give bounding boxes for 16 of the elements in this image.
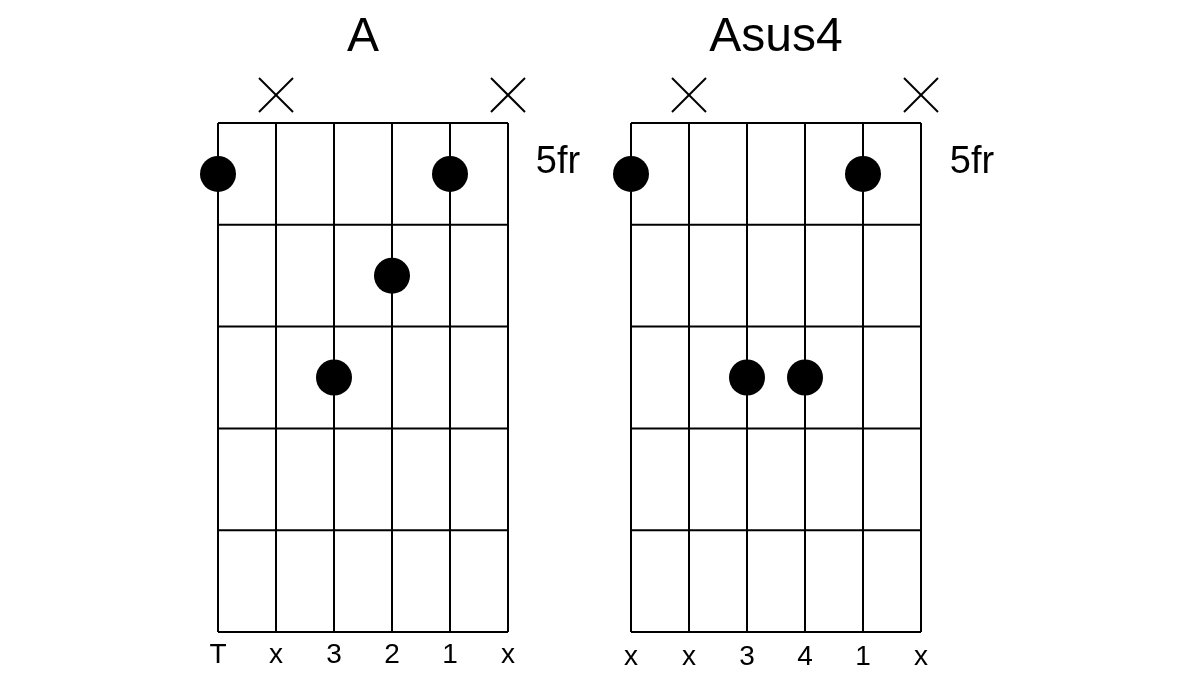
string-label: 1 (855, 642, 871, 670)
string-label: 1 (442, 640, 458, 668)
string-label: T (209, 640, 227, 668)
string-label: x (914, 642, 928, 670)
string-label: x (501, 640, 515, 668)
chord-name: Asus4 (709, 11, 843, 59)
chord-name: A (347, 11, 379, 59)
string-label: x (682, 642, 696, 670)
fret-label: 5fr (535, 141, 581, 179)
string-label: x (624, 642, 638, 670)
fret-label: 5fr (949, 141, 995, 179)
string-label: 2 (384, 640, 400, 668)
string-label: 3 (739, 642, 755, 670)
string-label: 3 (326, 640, 342, 668)
string-label: 4 (797, 642, 813, 670)
string-label: x (269, 640, 283, 668)
